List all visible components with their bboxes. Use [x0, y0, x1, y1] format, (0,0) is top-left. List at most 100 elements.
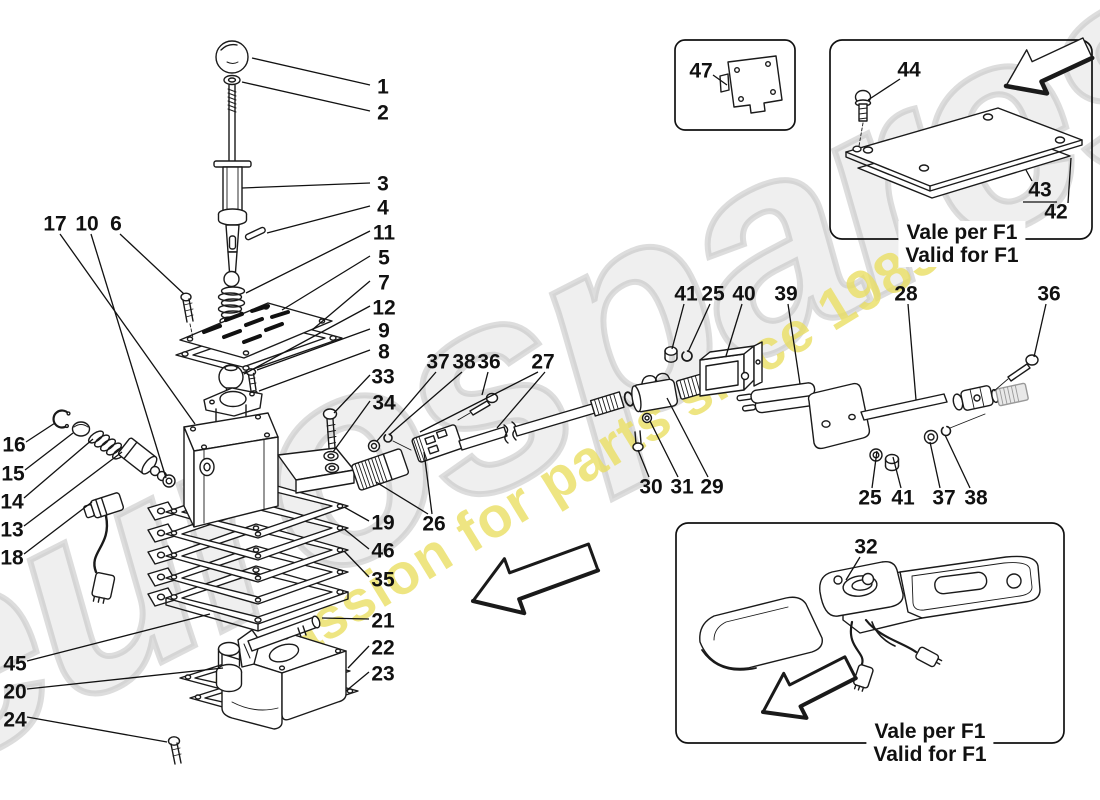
clevis-block — [699, 341, 763, 397]
anchor-plate — [807, 382, 871, 450]
part-number-label: 33 — [371, 366, 394, 389]
leader-line — [419, 371, 539, 433]
part-number-label: 26 — [422, 513, 445, 536]
detent-roller — [117, 437, 158, 475]
f1-caption-bottom: Vale per F1 Valid for F1 — [866, 720, 994, 766]
part-number-label: 22 — [371, 637, 394, 660]
part-number-label: 8 — [378, 341, 390, 364]
part-number-label: 30 — [639, 476, 662, 499]
leader-line — [243, 305, 371, 375]
part-number-label: 21 — [371, 610, 395, 633]
leader-line — [245, 230, 371, 294]
f1-caption-top: Vale per F1 Valid for F1 — [898, 221, 1026, 267]
circlip — [52, 409, 71, 429]
part-number-label: 36 — [1037, 283, 1060, 306]
leader-line — [266, 205, 371, 234]
leader-line — [23, 501, 93, 555]
detent-cap — [71, 421, 91, 437]
leader-line — [845, 556, 861, 581]
caption-line: Vale per F1 — [874, 720, 986, 743]
leader-line — [343, 550, 370, 578]
splined-coupling — [351, 448, 410, 491]
cover-bolt — [167, 736, 182, 765]
cover-plate-bolt — [852, 89, 872, 153]
part-number-label: 41 — [891, 487, 915, 510]
cover-plate — [845, 107, 1083, 192]
housing-bolt-washer — [323, 450, 339, 462]
part-number-label: 29 — [700, 476, 723, 499]
part-number-label: 7 — [378, 272, 390, 295]
leader-line — [671, 303, 685, 350]
leader-line — [343, 506, 370, 522]
part-number-label: 16 — [2, 434, 25, 457]
gate-screw — [180, 292, 194, 339]
leader-line — [26, 613, 211, 662]
part-number-label: 25 — [858, 487, 882, 510]
joint-sleeve — [411, 424, 463, 463]
leader-line — [892, 456, 902, 489]
leader-line — [1025, 169, 1033, 182]
leader-line — [25, 422, 56, 443]
leader-line — [725, 303, 743, 357]
reverse-switch — [83, 492, 125, 604]
leader-line — [343, 528, 370, 550]
part-number-label: 47 — [689, 60, 712, 83]
part-number-label: 11 — [373, 222, 396, 245]
selector-gate-plate — [179, 302, 333, 359]
part-number-label: 38 — [964, 487, 988, 510]
clamp-sleeve — [631, 372, 679, 413]
leader-line — [496, 371, 546, 429]
leader-line — [666, 397, 709, 478]
rod-splined-end — [589, 391, 625, 417]
leader-line — [256, 328, 371, 371]
leader-line — [311, 280, 371, 331]
part-number-label: 25 — [701, 283, 725, 306]
leader-line — [241, 81, 371, 112]
leader-line — [423, 451, 433, 515]
leader-line — [388, 371, 463, 436]
leader-line — [687, 303, 711, 353]
leader-line — [59, 233, 196, 425]
leader-line — [649, 420, 679, 478]
part-number-label: 42 — [1044, 201, 1067, 224]
part-number-label: 3 — [377, 173, 389, 196]
leader-line — [929, 441, 941, 489]
part-number-label: 37 — [426, 351, 449, 374]
leader-line — [251, 57, 371, 86]
part-number-label: 5 — [378, 247, 390, 270]
leader-line — [867, 78, 901, 101]
part-number-label: 41 — [674, 283, 698, 306]
part-number-label: 18 — [0, 547, 24, 570]
shift-lever — [213, 84, 252, 288]
leader-line — [347, 645, 370, 669]
leader-line — [321, 617, 370, 620]
ball-seat-flange — [203, 387, 263, 425]
plate-washer-nut — [869, 448, 900, 472]
part-number-label: 23 — [371, 663, 394, 686]
housing-bolt — [322, 408, 338, 449]
leader-line — [119, 233, 185, 295]
leader-line — [481, 371, 489, 396]
part-number-label: 35 — [371, 569, 395, 592]
leader-line — [26, 716, 168, 743]
part-number-label: 17 — [43, 213, 66, 236]
joint-bolt — [993, 354, 1039, 392]
leader-line — [637, 449, 650, 478]
part-number-label: 38 — [452, 351, 476, 374]
leader-line — [241, 182, 371, 189]
part-number-label: 14 — [0, 491, 24, 514]
phantom-splined-stub — [995, 382, 1029, 407]
leader-line — [944, 434, 971, 489]
leader-line — [345, 671, 370, 692]
leader-line — [23, 451, 123, 527]
part-number-label: 13 — [0, 519, 23, 542]
leader-line — [26, 667, 224, 690]
leader-line — [712, 74, 728, 86]
part-number-label: 31 — [670, 476, 694, 499]
leader-line — [376, 371, 437, 442]
part-number-label: 6 — [110, 213, 122, 236]
part-number-label: 39 — [774, 283, 797, 306]
linkage-ring — [681, 350, 693, 362]
